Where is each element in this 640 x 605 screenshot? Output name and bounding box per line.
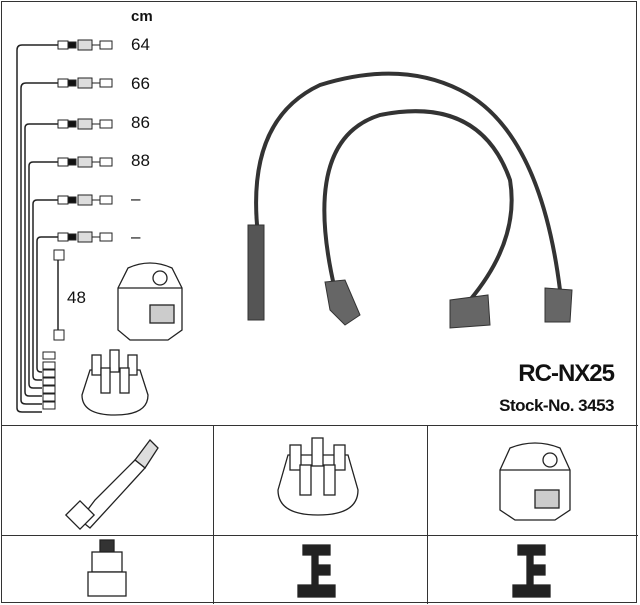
lead-length-2: 66 [131, 74, 150, 93]
lead-length-6: – [131, 227, 141, 246]
ignition-coil-icon-large [499, 442, 571, 521]
divider [213, 425, 214, 604]
cap-connector-icon [297, 544, 336, 598]
distributor-cap-icon-large [277, 437, 359, 516]
divider [427, 425, 428, 604]
coil-lead-length: 48 [67, 288, 86, 307]
distributor-cap-icon [81, 349, 149, 416]
coil-connector-icon [512, 544, 551, 598]
plug-connector-icon [87, 539, 127, 597]
divider [1, 535, 638, 536]
ignition-leads-illustration [247, 71, 573, 329]
length-unit: cm [131, 8, 153, 25]
lead-length-3: 86 [131, 113, 150, 132]
lead-length-4: 88 [131, 151, 150, 170]
lead-length-5: – [131, 189, 141, 208]
lead-length-1: 64 [131, 35, 150, 54]
lead-set-legend [16, 44, 59, 413]
divider [1, 425, 638, 426]
lead-connectors [42, 39, 113, 410]
spark-plug-icon [64, 439, 159, 531]
ignition-coil-icon [117, 262, 183, 341]
product-model: RC-NX25 [518, 360, 615, 387]
stock-number: Stock-No. 3453 [499, 396, 614, 415]
